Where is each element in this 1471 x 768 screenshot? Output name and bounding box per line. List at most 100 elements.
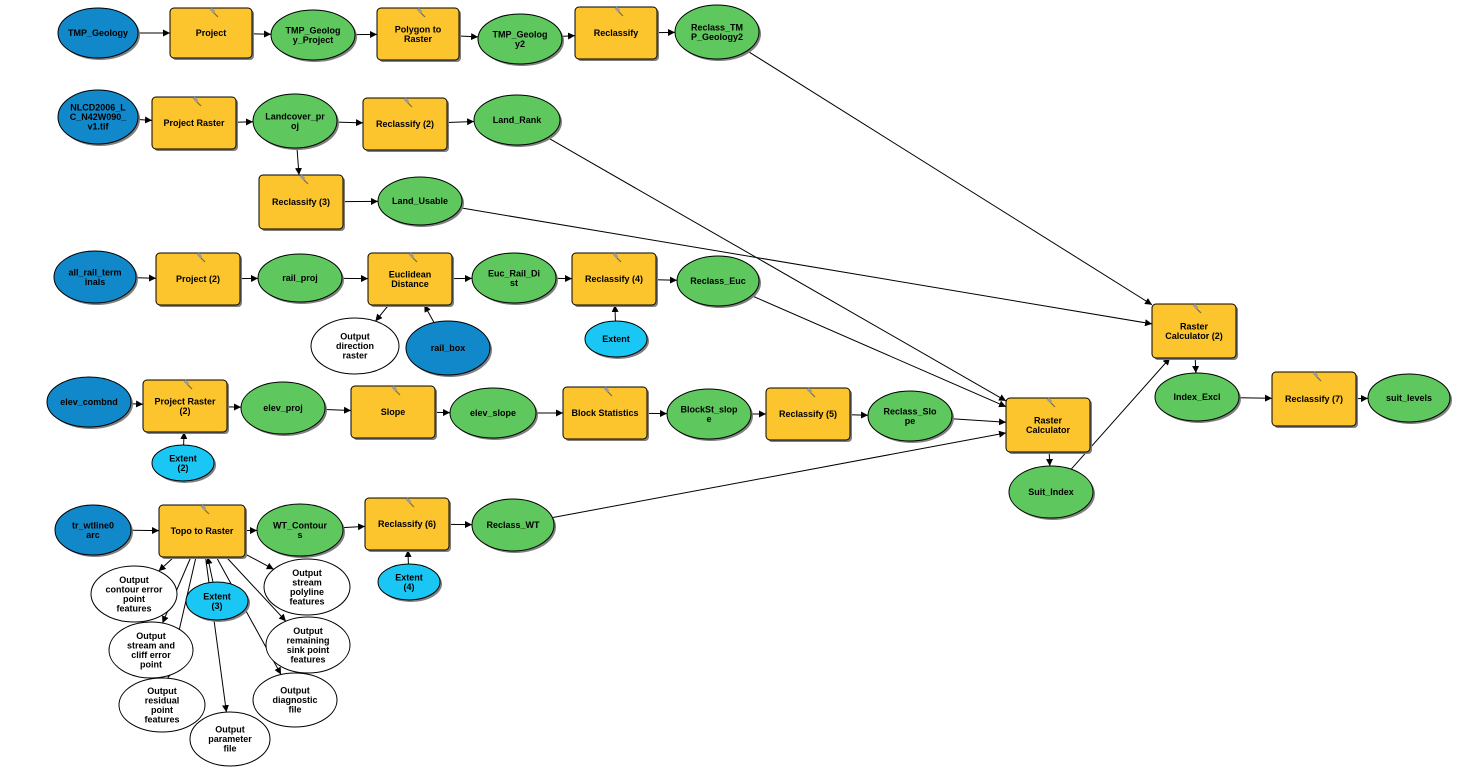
node-reclassify_4[interactable]: Reclassify (4) bbox=[571, 252, 658, 307]
data-ellipse[interactable] bbox=[477, 13, 563, 65]
connector-reclass_euc-to-raster_calculator[interactable] bbox=[751, 295, 1007, 408]
node-tmp_geology[interactable]: TMP_Geology bbox=[57, 7, 140, 60]
data-ellipse[interactable] bbox=[473, 94, 561, 146]
data-ellipse[interactable] bbox=[1154, 372, 1240, 422]
connector-landcover_proj-to-reclassify_3[interactable] bbox=[294, 147, 302, 176]
node-extent_2[interactable]: Extent(2) bbox=[151, 444, 216, 483]
data-ellipse[interactable] bbox=[118, 677, 206, 733]
tool-box[interactable] bbox=[155, 252, 241, 306]
data-ellipse[interactable] bbox=[189, 711, 271, 767]
data-ellipse[interactable] bbox=[377, 176, 463, 226]
node-reclassify_7[interactable]: Reclassify (7) bbox=[1271, 371, 1358, 428]
node-reclassify_3[interactable]: Reclassify (3) bbox=[258, 174, 345, 231]
node-reclass_wt[interactable]: Reclass_WT bbox=[471, 498, 556, 553]
data-ellipse[interactable] bbox=[584, 320, 648, 358]
connector-land_rank-to-raster_calculator[interactable] bbox=[547, 137, 1007, 402]
node-project_2[interactable]: Project (2) bbox=[155, 252, 242, 307]
node-project_raster_2[interactable]: Project Raster(2) bbox=[142, 379, 229, 434]
node-blockst_slope[interactable]: BlockSt_slope bbox=[666, 388, 753, 441]
connector-tmp_geology2-to-reclassify[interactable] bbox=[561, 32, 576, 40]
node-project[interactable]: Project bbox=[169, 7, 254, 60]
connector-reclass_tmp_geology2-to-raster_calculator_2[interactable] bbox=[746, 50, 1153, 306]
node-extent_3[interactable]: Extent(3) bbox=[185, 581, 250, 622]
tool-box[interactable] bbox=[571, 252, 657, 306]
tool-box[interactable] bbox=[562, 386, 648, 440]
node-reclassify_2[interactable]: Reclassify (2) bbox=[362, 97, 449, 152]
node-tmp_geology_project[interactable]: TMP_Geology_Project bbox=[270, 9, 357, 62]
connector-reclass_wt-to-raster_calculator[interactable] bbox=[552, 430, 1007, 519]
tool-box[interactable] bbox=[258, 174, 344, 230]
data-ellipse[interactable] bbox=[57, 7, 139, 59]
data-ellipse[interactable] bbox=[1367, 373, 1451, 423]
node-extent_4[interactable]: Extent(4) bbox=[377, 563, 442, 602]
tool-box[interactable] bbox=[350, 385, 436, 439]
connector-extent_4-to-reclassify_6[interactable] bbox=[404, 549, 412, 565]
connector-elev_proj-to-slope[interactable] bbox=[324, 406, 352, 414]
data-ellipse[interactable] bbox=[867, 390, 953, 442]
node-land_usable[interactable]: Land_Usable bbox=[377, 176, 464, 227]
data-ellipse[interactable] bbox=[185, 581, 249, 621]
node-reclassify[interactable]: Reclassify bbox=[574, 6, 659, 61]
data-ellipse[interactable] bbox=[108, 621, 194, 679]
connector-nlcd2006-to-project_raster[interactable] bbox=[137, 116, 153, 124]
tool-box[interactable] bbox=[158, 504, 246, 558]
connector-topo_to_raster-to-out_remaining_sink[interactable] bbox=[225, 556, 287, 622]
node-land_rank[interactable]: Land_Rank bbox=[473, 94, 562, 147]
connector-polygon_to_raster-to-tmp_geology2[interactable] bbox=[458, 33, 479, 41]
connector-raster_calculator-to-suit_index[interactable] bbox=[1046, 451, 1053, 467]
node-reclass_tmp_geology2[interactable]: Reclass_TMP_Geology2 bbox=[674, 4, 761, 61]
data-ellipse[interactable] bbox=[57, 89, 139, 145]
data-ellipse[interactable] bbox=[1008, 465, 1094, 519]
tool-box[interactable] bbox=[142, 379, 228, 433]
data-ellipse[interactable] bbox=[252, 672, 338, 728]
tool-box[interactable] bbox=[574, 6, 658, 60]
data-ellipse[interactable] bbox=[270, 9, 356, 61]
node-elev_slope[interactable]: elev_slope bbox=[449, 387, 538, 440]
data-ellipse[interactable] bbox=[252, 93, 338, 149]
node-extent_1[interactable]: Extent bbox=[584, 320, 649, 359]
node-euc_rail_dist[interactable]: Euc_Rail_Dist bbox=[471, 252, 558, 305]
data-ellipse[interactable] bbox=[449, 387, 537, 439]
tool-box[interactable] bbox=[1271, 371, 1357, 427]
connector-index_excl-to-reclassify_7[interactable] bbox=[1238, 394, 1273, 402]
connector-topo_to_raster-to-out_contour_error[interactable] bbox=[158, 556, 175, 572]
tool-box[interactable] bbox=[1005, 397, 1091, 453]
tool-box[interactable] bbox=[169, 7, 253, 59]
data-ellipse[interactable] bbox=[46, 376, 132, 428]
connector-extent_2-to-project_raster_2[interactable] bbox=[180, 431, 188, 446]
data-ellipse[interactable] bbox=[263, 558, 351, 616]
node-nlcd2006[interactable]: NLCD2006_LC_N42W090_v1.tif bbox=[57, 89, 140, 146]
data-ellipse[interactable] bbox=[405, 320, 491, 376]
node-reclass_euc[interactable]: Reclass_Euc bbox=[676, 255, 761, 308]
connector-extent_3-to-topo_to_raster[interactable] bbox=[205, 556, 214, 583]
tool-box[interactable] bbox=[367, 252, 453, 306]
node-rail_proj[interactable]: rail_proj bbox=[257, 253, 344, 304]
node-landcover_proj[interactable]: Landcover_proj bbox=[252, 93, 339, 150]
node-block_statistics[interactable]: Block Statistics bbox=[562, 386, 649, 441]
connector-land_usable-to-raster_calculator_2[interactable] bbox=[460, 207, 1153, 327]
data-ellipse[interactable] bbox=[674, 4, 760, 60]
connector-rail_box-to-euclidean_distance[interactable] bbox=[423, 304, 435, 323]
tool-box[interactable] bbox=[151, 96, 237, 150]
data-ellipse[interactable] bbox=[265, 616, 351, 674]
node-reclassify_5[interactable]: Reclassify (5) bbox=[765, 387, 852, 442]
data-ellipse[interactable] bbox=[471, 252, 557, 304]
tool-box[interactable] bbox=[362, 97, 448, 151]
connector-reclass_slope-to-raster_calculator[interactable] bbox=[951, 418, 1007, 426]
tool-box[interactable] bbox=[364, 497, 450, 551]
node-slope[interactable]: Slope bbox=[350, 385, 437, 440]
tool-box[interactable] bbox=[765, 387, 851, 441]
data-ellipse[interactable] bbox=[256, 503, 344, 557]
data-ellipse[interactable] bbox=[53, 250, 137, 304]
connector-reclassify_2-to-land_rank[interactable] bbox=[446, 118, 475, 126]
data-ellipse[interactable] bbox=[240, 381, 326, 435]
